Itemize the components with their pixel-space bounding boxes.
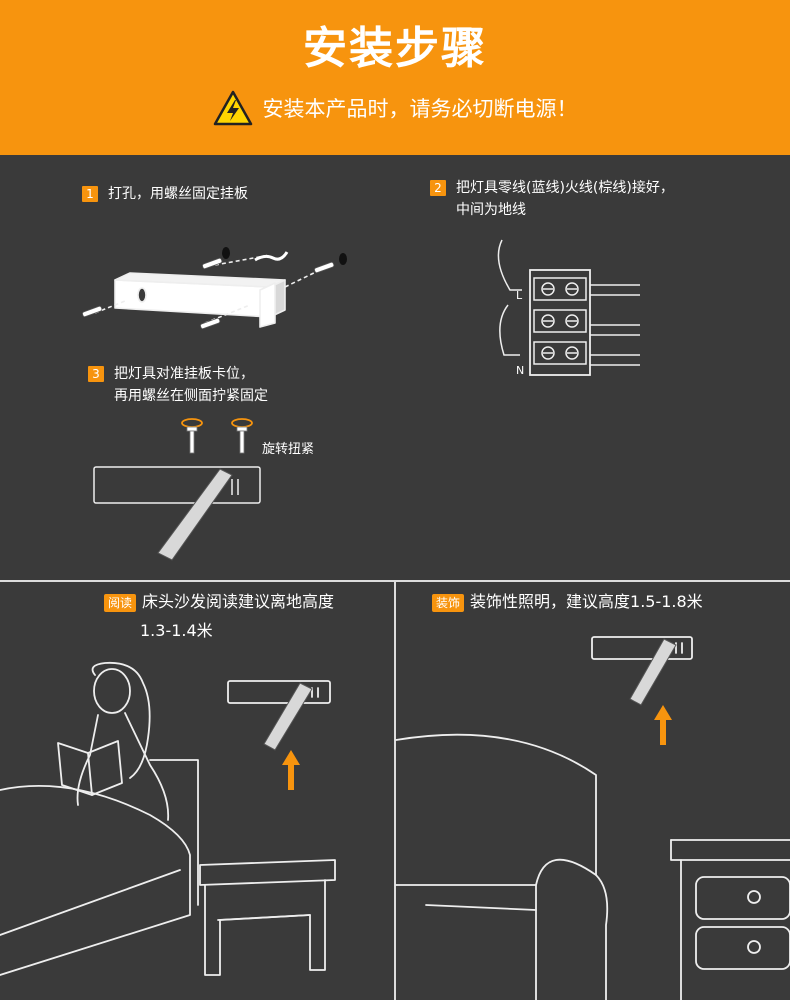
step-3-line-2: 再用螺丝在侧面拧紧固定: [114, 388, 268, 404]
warning-row: 安装本产品时，请务必切断电源！: [0, 88, 790, 128]
screw-icon: [186, 426, 248, 454]
rotate-tighten-label: 旋转扭紧: [262, 442, 315, 457]
lamp-mount-illustration: [93, 466, 261, 561]
warning-triangle-icon: [213, 90, 252, 126]
step-2-text: 把灯具零线(蓝线)火线(棕线)接好， 中间为地线: [456, 177, 674, 221]
bedroom-scene-illustration: [0, 661, 336, 976]
reading-height: 1.3-1.4米: [140, 621, 213, 640]
living-room-scene-illustration: [395, 636, 790, 1000]
reading-caption: 阅读床头沙发阅读建议离地高度: [104, 591, 334, 613]
decor-caption: 装饰装饰性照明，建议高度1.5-1.8米: [432, 591, 703, 613]
step-1-badge: 1: [82, 186, 98, 202]
screw-icon: [82, 257, 335, 330]
decor-text: 装饰性照明，建议高度1.5-1.8米: [470, 592, 703, 611]
reading-text: 床头沙发阅读建议离地高度: [142, 592, 335, 611]
page-title: 安装步骤: [303, 23, 487, 74]
instructions-panel: 1 打孔，用螺丝固定挂板: [0, 155, 790, 1000]
step-2: 2 把灯具零线(蓝线)火线(棕线)接好， 中间为地线: [430, 177, 674, 221]
step-1: 1 打孔，用螺丝固定挂板: [82, 183, 248, 205]
bracket-illustration: [82, 247, 347, 330]
live-wire-label: L: [516, 289, 523, 302]
section-divider-vertical: [394, 580, 396, 1000]
step-2-line-2: 中间为地线: [456, 202, 526, 218]
mount-screws-illustration: [181, 418, 253, 454]
step-1-text: 打孔，用螺丝固定挂板: [108, 186, 248, 202]
up-arrow-icon: [654, 705, 672, 745]
step-3-badge: 3: [88, 366, 104, 382]
neutral-wire-label: N: [516, 364, 525, 377]
reading-tag: 阅读: [104, 593, 137, 612]
step-3-line-1: 把灯具对准挂板卡位，: [114, 366, 254, 382]
step-3: 3 把灯具对准挂板卡位， 再用螺丝在侧面拧紧固定: [88, 363, 268, 407]
header-banner: 安装步骤 安装本产品时，请务必切断电源！: [0, 0, 790, 155]
terminal-block-illustration: [497, 239, 640, 376]
step-3-text: 把灯具对准挂板卡位， 再用螺丝在侧面拧紧固定: [114, 363, 268, 407]
step-2-badge: 2: [430, 180, 446, 196]
decor-tag: 装饰: [432, 593, 465, 612]
step-2-line-1: 把灯具零线(蓝线)火线(棕线)接好，: [456, 180, 674, 196]
warning-text: 安装本产品时，请务必切断电源！: [262, 97, 578, 121]
rotate-arrow-icon: [181, 418, 253, 428]
up-arrow-icon: [282, 750, 300, 790]
